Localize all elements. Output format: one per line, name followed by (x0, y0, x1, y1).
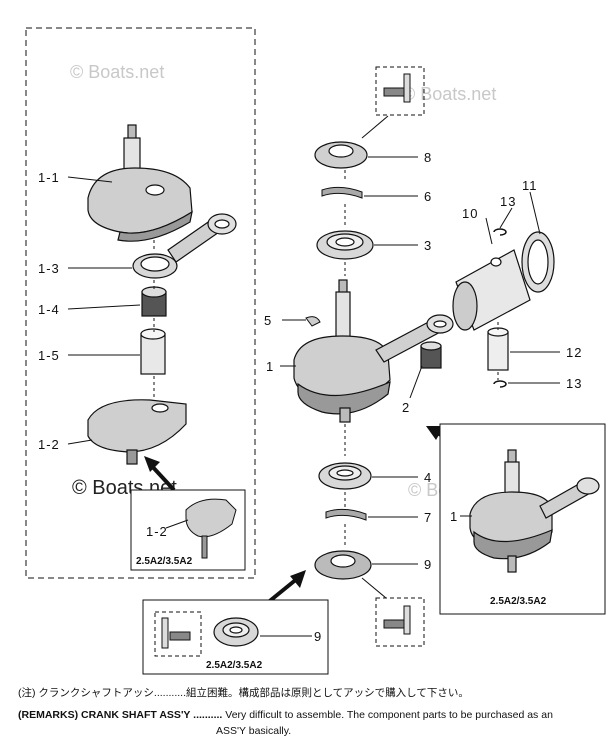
piston-ring-11 (521, 231, 555, 293)
seal-inset-detail-box (154, 611, 202, 657)
seal-detail-icon (383, 73, 411, 103)
callout-1-2-inset: 1-2 (146, 524, 168, 539)
callout-4: 4 (424, 470, 432, 485)
leader-line (499, 207, 513, 229)
crankshaft-group-box (25, 27, 256, 579)
callout-9: 9 (424, 557, 432, 572)
callout-1-3: 1-3 (38, 261, 60, 276)
crankshaft-inset-part (469, 449, 600, 573)
callout-1-1: 1-1 (38, 170, 60, 185)
remarks-text: Very difficult to assemble. The componen… (225, 709, 553, 721)
piston-10 (452, 249, 531, 331)
seal-inset-detail-icon (161, 617, 191, 649)
crank-lower-1-2 (87, 399, 187, 465)
callout-1-2: 1-2 (38, 437, 60, 452)
bearing-ring-1-3 (132, 253, 178, 279)
callout-13-upper: 13 (500, 194, 516, 209)
leader-line (529, 191, 541, 235)
callout-6: 6 (424, 189, 432, 204)
ball-bearing-3 (316, 230, 374, 260)
remarks-prefix: (REMARKS) CRANK SHAFT ASS'Y .......... (18, 709, 223, 721)
seal-detail-box-lower (375, 597, 425, 647)
leader-line (361, 577, 387, 599)
callout-1-5: 1-5 (38, 348, 60, 363)
callout-9-inset: 9 (314, 629, 322, 644)
crankshaft-assembly-1 (293, 279, 454, 423)
callout-5: 5 (264, 313, 272, 328)
callout-13-lower: 13 (566, 376, 582, 391)
arrow-to-crank-inset (144, 456, 176, 492)
crank-inset-label: 2.5A2/3.5A2 (136, 556, 193, 567)
connecting-rod (167, 213, 237, 263)
seal-detail-box (375, 66, 425, 116)
needle-bearing-1-4 (141, 286, 167, 317)
callout-2: 2 (402, 400, 410, 415)
watermark: © Boats.net (70, 62, 164, 82)
seal-detail-icon-lower (383, 605, 411, 635)
leader-line (485, 217, 493, 245)
watermark: © Boats.net (402, 84, 496, 104)
arrow-to-seal-inset (264, 570, 306, 606)
callout-1: 1 (266, 359, 274, 374)
circlip-6 (321, 186, 363, 199)
callout-12: 12 (566, 345, 582, 360)
remarks-japanese: (注) クランクシャフトアッシ...........組立困難。構成部品は原則とし… (18, 687, 469, 699)
ball-bearing-4 (318, 462, 372, 490)
seal-inset-bearing (213, 617, 259, 647)
woodruff-key-5 (305, 316, 321, 327)
pin-clip-13-lower (493, 380, 507, 388)
circlip-7 (325, 508, 367, 521)
remarks-english-line2: ASS'Y basically. (216, 725, 292, 737)
leader-line (361, 115, 389, 139)
crank-pin-1-5 (140, 328, 166, 375)
leader-line (165, 519, 189, 529)
leader-line (409, 365, 423, 399)
needle-bearing-2 (420, 341, 442, 369)
oil-seal-9 (314, 550, 372, 580)
callout-1-4: 1-4 (38, 302, 60, 317)
leader-line (67, 304, 141, 310)
callout-1-inset: 1 (450, 509, 458, 524)
crankshaft-inset-label: 2.5A2/3.5A2 (490, 596, 547, 607)
callout-11: 11 (522, 178, 538, 193)
pin-clip-13-upper (493, 228, 507, 236)
crank-upper-1-1 (87, 124, 193, 242)
callout-3: 3 (424, 238, 432, 253)
callout-8: 8 (424, 150, 432, 165)
oil-seal-8 (314, 141, 368, 169)
crank-inset-part (185, 498, 237, 559)
leader-line (67, 439, 93, 445)
piston-pin-12 (487, 327, 509, 371)
callout-10: 10 (462, 206, 478, 221)
callout-7: 7 (424, 510, 432, 525)
seal-inset-label: 2.5A2/3.5A2 (206, 660, 263, 671)
leader-line (67, 176, 113, 183)
remarks-english: (REMARKS) CRANK SHAFT ASS'Y .......... V… (18, 708, 608, 722)
